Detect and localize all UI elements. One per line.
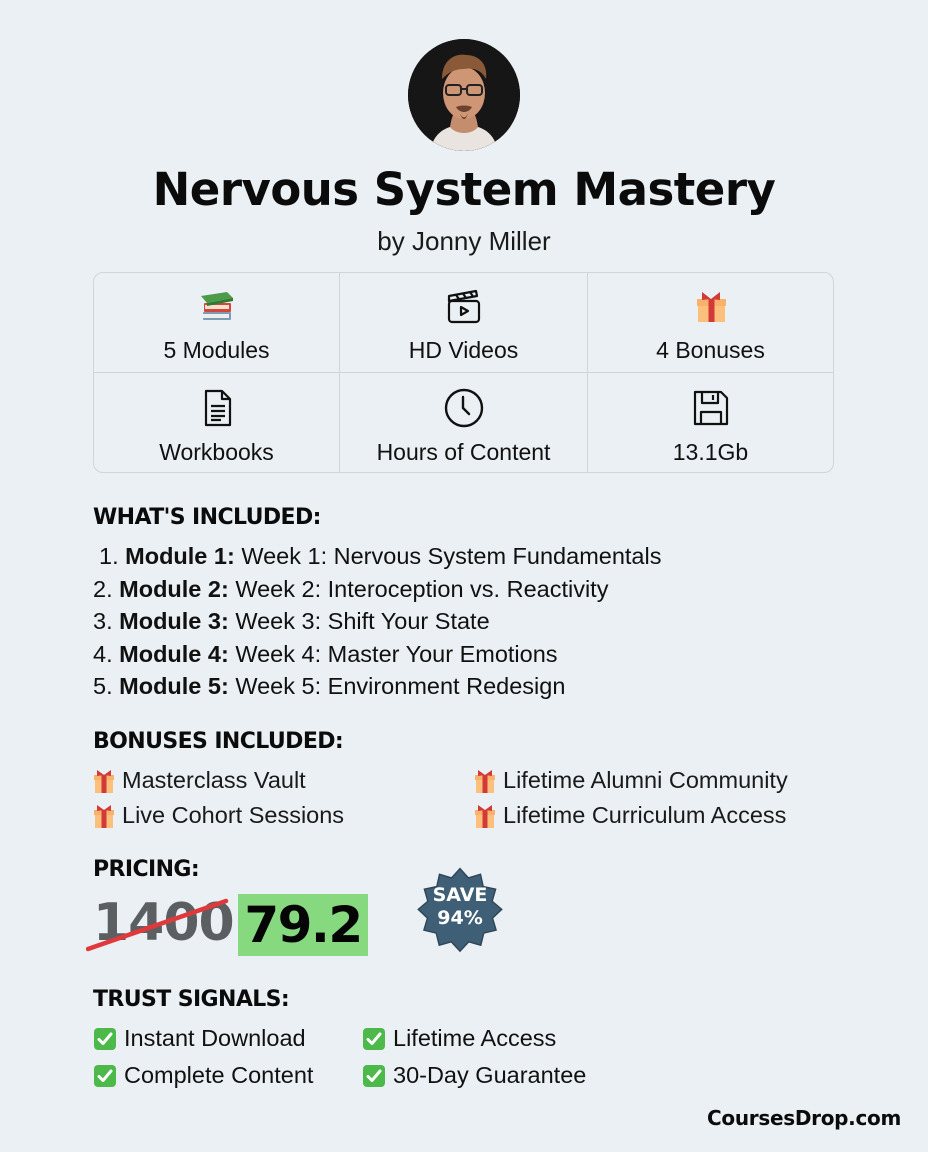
trust-item: Lifetime Access <box>362 1020 586 1057</box>
trust-label: 30-Day Guarantee <box>393 1062 587 1088</box>
module-desc: Week 3: Shift Your State <box>228 608 490 634</box>
bonus-item: Lifetime Alumni Community <box>474 763 853 798</box>
module-name: Module 4: <box>119 640 229 667</box>
video-clapper-icon <box>444 285 484 327</box>
check-icon <box>94 1064 116 1087</box>
gift-icon <box>94 804 114 828</box>
module-name: Module 3: <box>119 608 229 634</box>
gift-icon <box>691 285 731 327</box>
author-byline: by Jonny Miller <box>377 226 551 256</box>
check-icon <box>363 1027 385 1050</box>
document-icon <box>197 387 237 429</box>
bonus-item: Live Cohort Sessions <box>93 798 474 833</box>
pricing-heading: PRICING: <box>93 857 200 882</box>
brand-watermark: CoursesDrop.com <box>707 1106 901 1130</box>
trust-item: Complete Content <box>93 1057 362 1094</box>
module-list: 1. Module 1: Week 1: Nervous System Fund… <box>93 540 661 703</box>
bonus-label: Live Cohort Sessions <box>122 802 345 828</box>
module-desc: Week 2: Interoception vs. Reactivity <box>228 575 609 602</box>
module-number: 4. <box>93 640 113 667</box>
gift-icon <box>94 769 114 793</box>
list-item: 4. Module 4: Week 4: Master Your Emotion… <box>93 638 661 671</box>
stat-workbooks: Workbooks <box>94 373 340 472</box>
stat-modules: 5 Modules <box>94 273 340 373</box>
stat-label: Hours of Content <box>376 439 551 465</box>
trust-label: Instant Download <box>124 1025 306 1051</box>
trust-label: Lifetime Access <box>393 1025 557 1051</box>
clock-icon <box>443 387 485 429</box>
strikethrough-line <box>86 898 229 952</box>
stat-label: Workbooks <box>159 439 274 465</box>
module-name: Module 1: <box>125 543 235 569</box>
stat-label: HD Videos <box>408 337 519 363</box>
module-desc: Week 4: Master Your Emotions <box>228 640 558 667</box>
bonus-item: Masterclass Vault <box>93 763 474 798</box>
floppy-disk-icon <box>691 387 731 429</box>
save-badge-icon <box>417 867 503 953</box>
module-name: Module 2: <box>119 575 229 602</box>
trust-list: Instant Download Lifetime Access Complet… <box>93 1020 586 1094</box>
list-item: 1. Module 1: Week 1: Nervous System Fund… <box>93 540 661 573</box>
check-icon <box>94 1027 116 1050</box>
gift-icon <box>475 804 495 828</box>
books-icon <box>197 285 237 327</box>
badge-line-2: 94% <box>437 907 483 929</box>
list-item: 2. Module 2: Week 2: Interoception vs. R… <box>93 573 661 606</box>
gift-icon <box>475 769 495 793</box>
bonus-label: Masterclass Vault <box>122 767 306 793</box>
trust-label: Complete Content <box>124 1062 314 1088</box>
trust-item: 30-Day Guarantee <box>362 1057 586 1094</box>
stat-label: 5 Modules <box>163 337 270 363</box>
save-badge: SAVE 94% <box>413 884 507 930</box>
bonus-list: Masterclass Vault Lifetime Alumni Commun… <box>93 763 853 833</box>
bonuses-heading: BONUSES INCLUDED: <box>93 729 344 754</box>
included-heading: WHAT'S INCLUDED: <box>93 505 321 530</box>
stat-hours: Hours of Content <box>340 373 588 472</box>
stat-bonuses: 4 Bonuses <box>588 273 833 373</box>
module-name: Module 5: <box>119 673 229 699</box>
stat-size: 13.1Gb <box>588 373 833 472</box>
list-item: 5. Module 5: Week 5: Environment Redesig… <box>93 670 661 703</box>
module-number: 2. <box>93 575 113 602</box>
trust-item: Instant Download <box>93 1020 362 1057</box>
bonus-label: Lifetime Curriculum Access <box>503 802 787 828</box>
module-number: 3. <box>93 608 113 634</box>
module-desc: Week 1: Nervous System Fundamentals <box>234 543 662 569</box>
module-number: 1. <box>99 543 119 569</box>
list-item: 3. Module 3: Week 3: Shift Your State <box>93 605 661 638</box>
avatar <box>408 39 520 151</box>
check-icon <box>363 1064 385 1087</box>
trust-heading: TRUST SIGNALS: <box>93 987 290 1012</box>
stat-label: 13.1Gb <box>672 439 749 465</box>
stats-grid: 5 Modules HD Videos 4 Bonuses <box>93 272 834 473</box>
module-number: 5. <box>93 673 113 699</box>
bonus-item: Lifetime Curriculum Access <box>474 798 853 833</box>
badge-line-1: SAVE <box>432 884 488 906</box>
stat-videos: HD Videos <box>340 273 588 373</box>
instructor-portrait-icon <box>408 39 520 151</box>
stat-label: 4 Bonuses <box>656 337 765 363</box>
module-desc: Week 5: Environment Redesign <box>228 673 566 699</box>
sale-price: 79.2 <box>238 894 368 956</box>
page-title: Nervous System Mastery <box>152 163 776 216</box>
bonus-label: Lifetime Alumni Community <box>503 767 788 793</box>
